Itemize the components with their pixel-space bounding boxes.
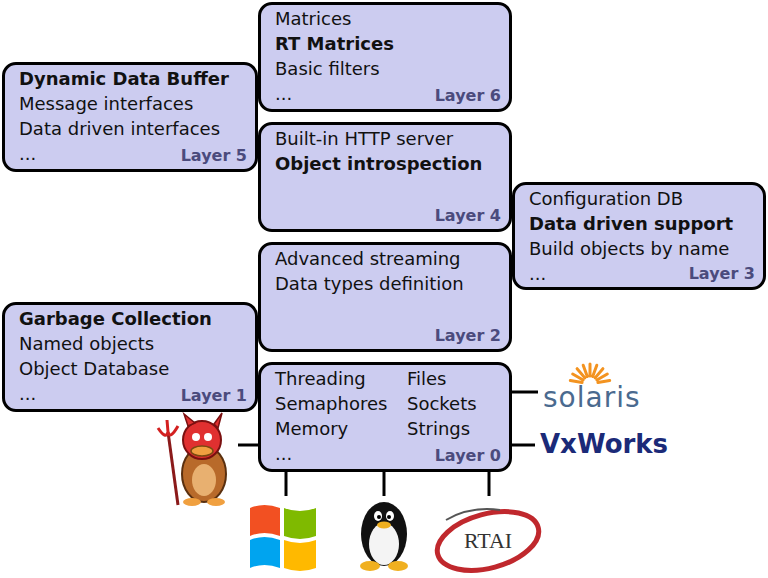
tux-eye [374,511,382,521]
logo-tile [284,540,316,571]
feature-item: ... [529,261,546,286]
feature-item: Configuration DB [529,186,683,211]
mascot-horns [184,413,222,428]
layer-box: ThreadingSemaphoresMemory... FilesSockets… [258,362,512,472]
layer-box: Dynamic Data BufferMessage interfacesDat… [2,62,258,172]
feature-item: Basic filters [275,56,380,81]
mascot-foot [183,498,201,506]
tux-foot [388,561,408,571]
feature-item: Built-in HTTP server [275,126,453,151]
feature-item: Threading [275,366,366,391]
layer-label: Layer 2 [435,326,501,346]
layer-box: Garbage CollectionNamed objectsObject Da… [2,302,258,412]
layer-label: Layer 3 [689,264,755,284]
feature-item: Semaphores [275,391,387,416]
feature-item: Files [407,366,447,391]
mascot-foot [207,498,225,506]
feature-highlight: Dynamic Data Buffer [19,66,229,91]
layer-label: Layer 4 [435,206,501,226]
trident-fork [158,420,178,435]
feature-item: Memory [275,416,348,441]
layer-box: MatricesRT MatricesBasic filters... Layer… [258,2,512,112]
wire [488,472,491,496]
wire [383,472,386,496]
mascot-hood [183,421,221,459]
feature-item: ... [275,441,292,466]
feature-item: Data driven interfaces [19,116,220,141]
tux-body [361,502,407,566]
layer-label: Layer 6 [435,86,501,106]
feature-item: ... [19,141,36,166]
layer-label: Layer 1 [181,386,247,406]
tux-eye [386,511,394,521]
feature-item: Advanced streaming [275,246,461,271]
rtai-logo [431,501,545,578]
rtai-accent [446,509,500,520]
bsd-daemon-mascot [158,413,226,506]
feature-item: Message interfaces [19,91,193,116]
mascot-belly [192,464,216,496]
tux-belly [369,523,399,565]
mascot-eye [204,433,212,441]
layer-label: Layer 5 [181,146,247,166]
feature-highlight: Garbage Collection [19,306,212,331]
wire [285,472,288,496]
feature-item: Matrices [275,6,351,31]
logo-tile [250,505,280,536]
mascot-eye [192,433,200,441]
wire [512,444,535,447]
layer-box: Built-in HTTP serverObject introspection… [258,122,512,232]
feature-item: ... [275,81,292,106]
mascot-beak [191,446,213,456]
windows-logo [250,505,316,571]
tux-foot [360,561,380,571]
feature-item: Sockets [407,391,477,416]
feature-item: Named objects [19,331,154,356]
layer-box: Configuration DBData driven supportBuild… [512,182,766,290]
feature-item: Build objects by name [529,236,729,261]
trident-shaft [168,432,178,505]
rtai-swoosh [431,501,545,578]
tux-penguin [360,502,408,571]
tux-pupil [377,515,381,519]
tux-pupil [387,515,391,519]
feature-item: ... [19,381,36,406]
tux-beak [377,522,391,529]
sun-rays [570,364,609,383]
feature-item: Object Database [19,356,169,381]
logo-tile [250,537,280,568]
solaris-sun [570,364,609,383]
wire [512,391,538,394]
feature-item: Strings [407,416,470,441]
logo-tile [284,508,316,539]
wire [238,444,258,447]
vxworks-wordmark: VxWorks [540,431,668,457]
layer-box: Advanced streamingData types definitionL… [258,242,512,352]
feature-item: Data types definition [275,271,464,296]
feature-highlight: Object introspection [275,151,482,176]
solaris-wordmark: solaris [543,384,641,412]
feature-highlight: Data driven support [529,211,733,236]
layer-label: Layer 0 [435,446,501,466]
feature-highlight: RT Matrices [275,31,394,56]
rtai-wordmark: RTAI [456,530,520,552]
